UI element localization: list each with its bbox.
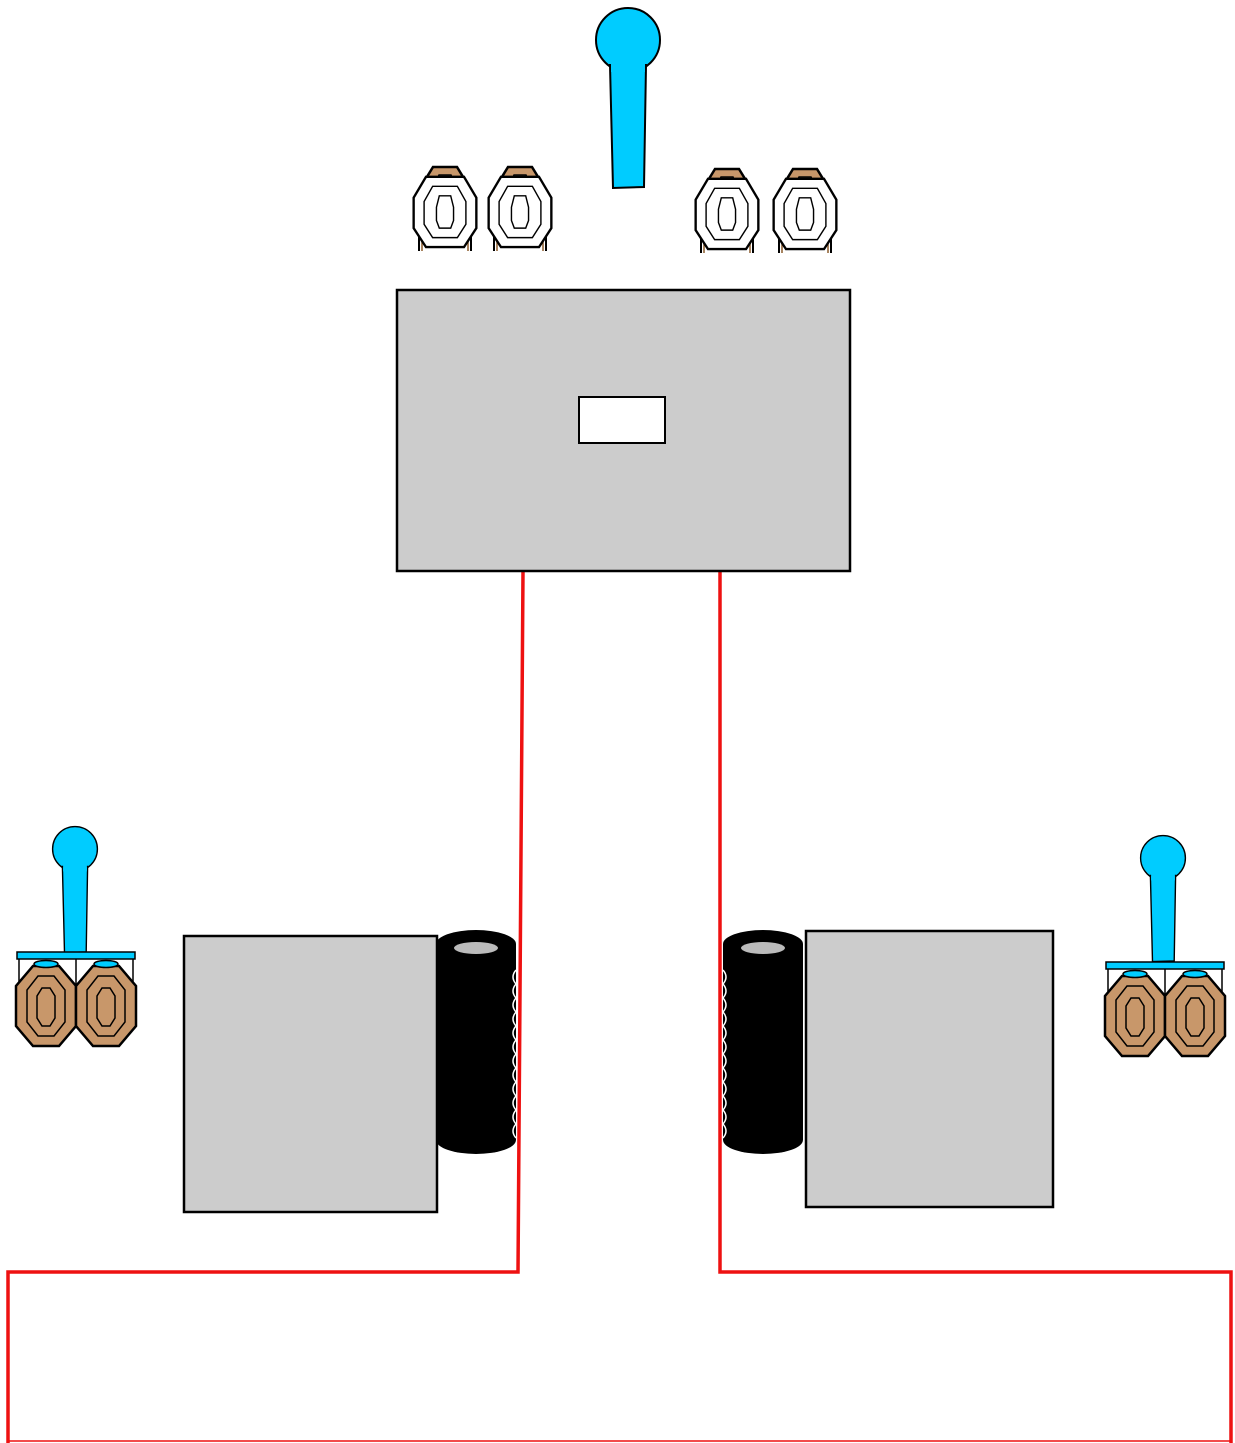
left-tire-stack [435,929,517,1155]
left-barricade [182,934,439,1214]
paper-target [414,167,477,251]
fault-line [6,571,1233,1443]
paper-target [774,169,837,253]
right-popper-target [1139,834,1187,963]
top-barricade [395,288,852,573]
barricade-port [578,396,666,444]
paper-target [14,959,78,1048]
left-popper-target [51,825,99,954]
paper-target [1163,969,1227,1058]
right-barricade [804,929,1055,1209]
right-targets-group [1103,961,1227,1058]
right-tire-stack [722,929,804,1155]
top-popper-target [595,7,661,189]
left-targets-group [14,951,138,1048]
paper-target [489,167,552,251]
paper-target [1103,969,1167,1058]
paper-target [74,959,138,1048]
paper-target [696,169,759,253]
